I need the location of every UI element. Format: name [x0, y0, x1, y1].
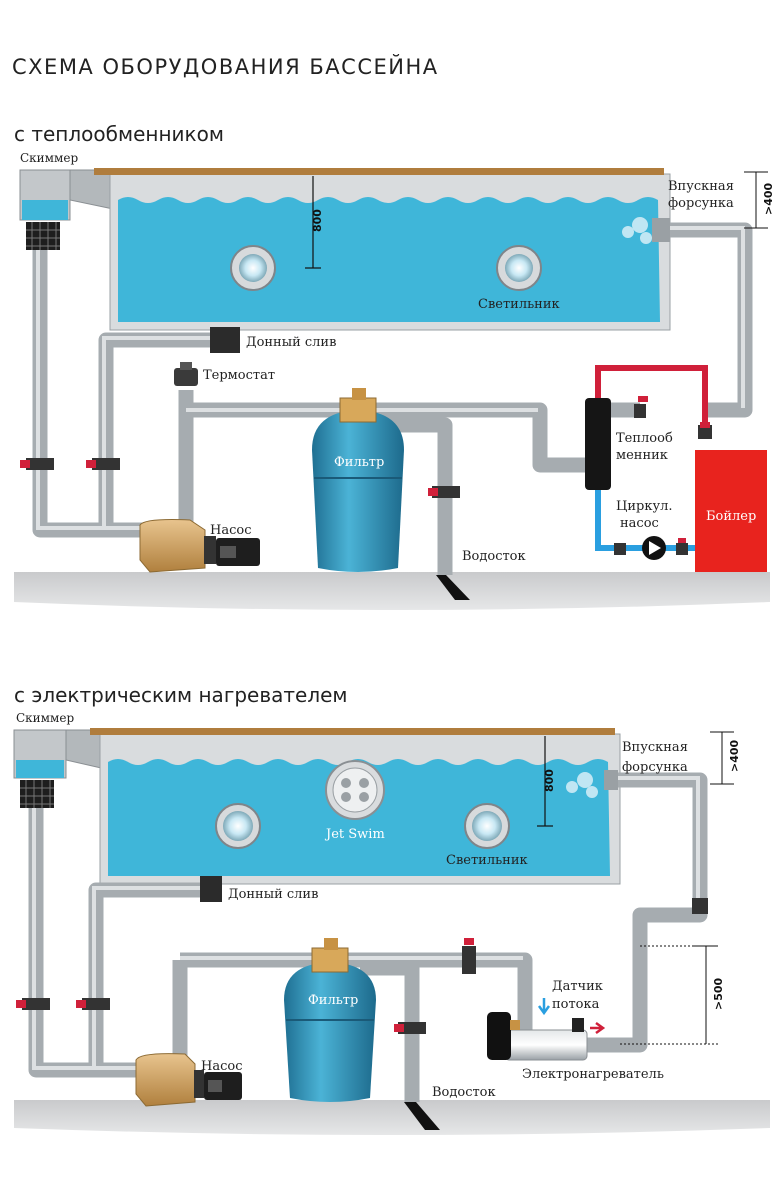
drain-label: Донный слив	[246, 335, 336, 350]
jet-swim-unit	[325, 760, 385, 820]
skimmer	[19, 169, 119, 250]
filter	[284, 938, 376, 1102]
inlet-label-2: форсунка	[668, 196, 734, 211]
circ-pump-label-1: Циркул.	[616, 499, 673, 514]
diagram2-subtitle: с электрическим нагревателем	[14, 683, 348, 707]
pump-label: Насос	[210, 523, 251, 538]
filter	[312, 388, 404, 572]
waste-label: Водосток	[462, 549, 526, 564]
depth-label: 800	[311, 209, 324, 232]
inlet-nozzle	[604, 770, 618, 790]
depth-dimension: 800	[305, 176, 324, 269]
floor	[14, 1100, 770, 1135]
pump-label: Насос	[201, 1059, 242, 1074]
inlet-label-2: форсунка	[622, 760, 688, 775]
heat-exchanger	[585, 398, 611, 490]
inlet-dim-label: >400	[728, 739, 741, 772]
main-drain	[200, 876, 222, 902]
pump	[139, 519, 260, 573]
heater-dimension: >500	[620, 945, 725, 1045]
skimmer-label: Скиммер	[16, 711, 74, 725]
inlet-label-1: Впускная	[622, 740, 688, 755]
valves	[16, 898, 708, 1034]
filter-label: Фильтр	[308, 993, 358, 1008]
circ-pump-label-2: насос	[620, 516, 659, 531]
inlet-dimension: >400	[710, 731, 741, 785]
inlet-nozzle	[652, 218, 670, 242]
valves	[20, 396, 712, 555]
heat-exchanger-label-1: Теплооб	[616, 431, 673, 446]
waste-outlet	[404, 1102, 440, 1130]
drain-label: Донный слив	[228, 887, 318, 902]
depth-label: 800	[543, 769, 556, 792]
pool-rim	[90, 728, 615, 735]
skimmer	[13, 729, 111, 808]
floor	[14, 572, 770, 610]
flow-sensor-label-2: потока	[552, 997, 600, 1012]
electric-heater-label: Электронагреватель	[522, 1067, 664, 1082]
waste-label: Водосток	[432, 1085, 496, 1100]
heat-exchanger-label-2: менник	[616, 448, 668, 463]
pump	[135, 1053, 242, 1107]
flow-arrow-down	[537, 998, 551, 1016]
page-title: СХЕМА ОБОРУДОВАНИЯ БАССЕЙНА	[12, 55, 439, 79]
diagram1-subtitle: с теплообменником	[14, 122, 224, 146]
inlet-label-1: Впускная	[668, 179, 734, 194]
skimmer-label: Скиммер	[20, 151, 78, 165]
main-drain	[210, 327, 240, 353]
diagram1-heat-exchanger: 800	[14, 151, 775, 610]
depth-dimension: 800	[537, 736, 556, 827]
jet-swim-label: Jet Swim	[324, 827, 385, 842]
light-label: Светильник	[446, 853, 528, 868]
hot-water-loop	[595, 365, 708, 430]
electric-heater	[487, 1012, 588, 1061]
flow-sensor	[572, 1018, 584, 1032]
pool-basin	[94, 168, 671, 331]
thermostat-label: Термостат	[203, 368, 275, 383]
pool-rim	[94, 168, 664, 175]
light-label: Светильник	[478, 297, 560, 312]
heater-dim-label: >500	[712, 977, 725, 1010]
waste-outlet	[436, 575, 470, 600]
filter-label: Фильтр	[334, 455, 384, 470]
boiler	[695, 450, 767, 572]
inlet-dim-label: >400	[762, 182, 775, 215]
flow-arrow-right	[590, 1021, 606, 1035]
boiler-label: Бойлер	[706, 509, 756, 524]
thermostat	[174, 362, 198, 386]
diagram2-electric-heater: 800	[13, 711, 770, 1135]
flow-sensor-label-1: Датчик	[552, 979, 603, 994]
inlet-dimension: >400	[744, 171, 775, 229]
